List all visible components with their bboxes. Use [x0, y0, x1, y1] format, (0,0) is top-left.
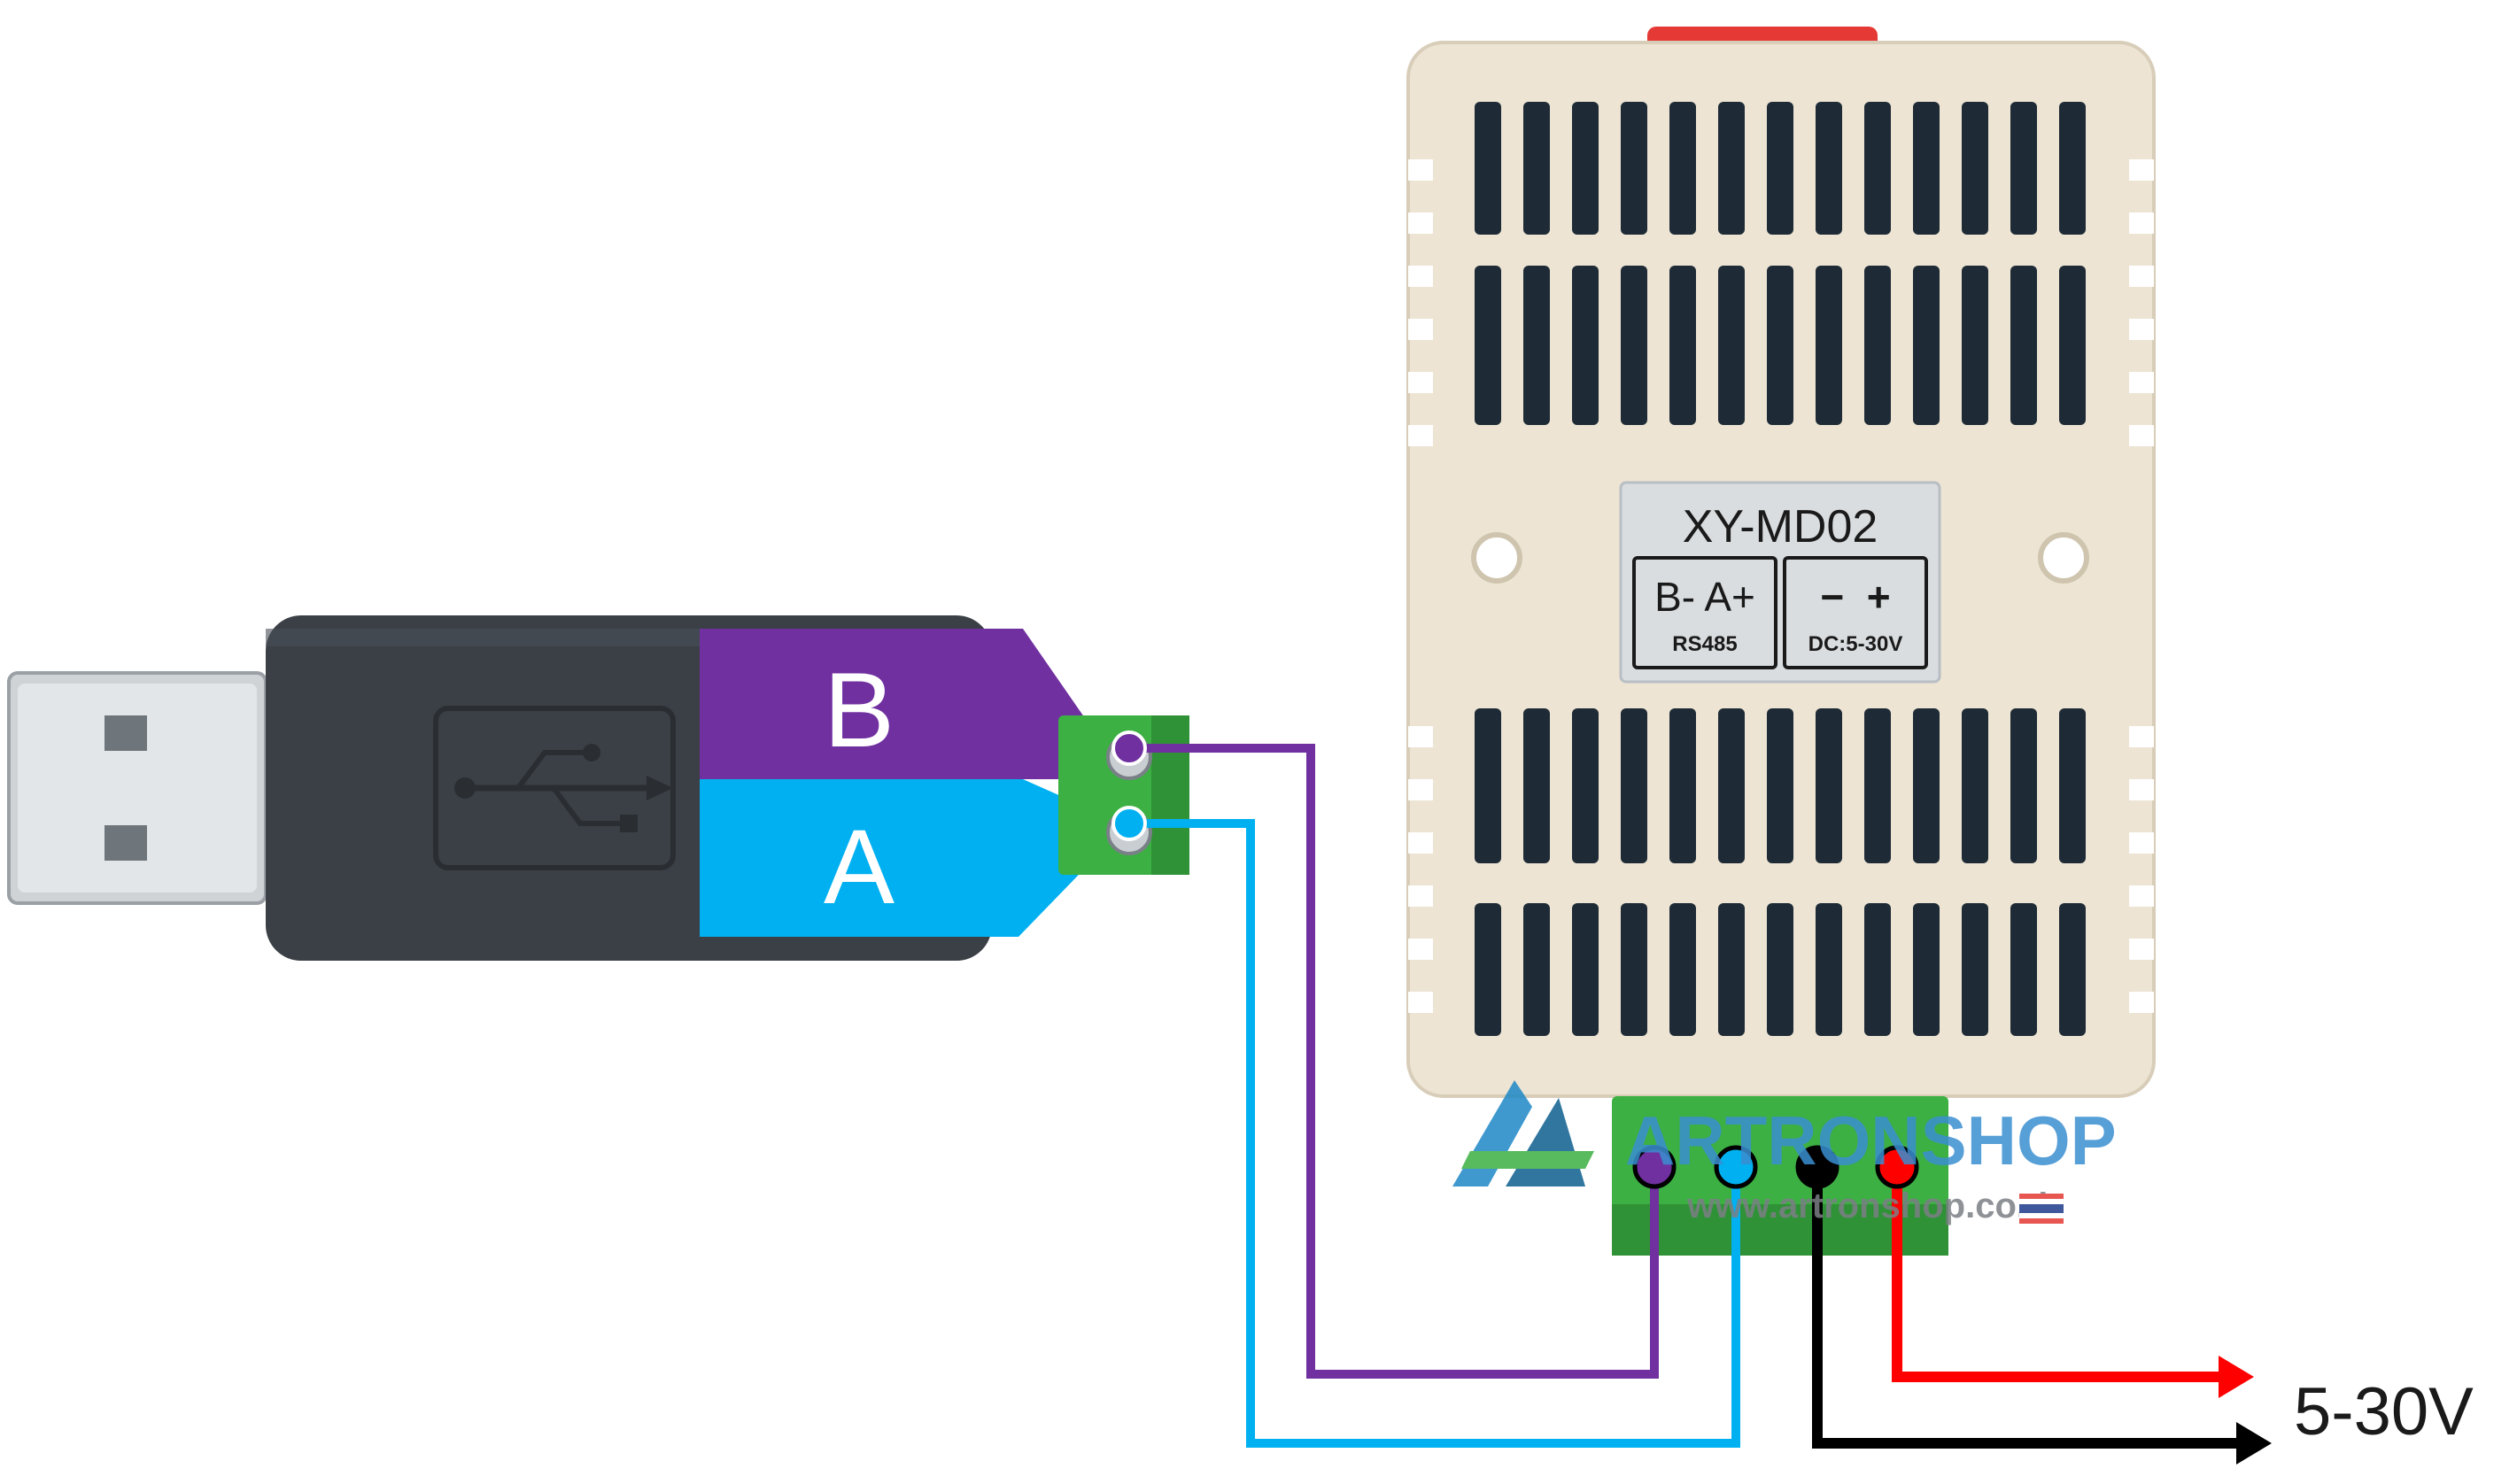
sensor-power-pin-label: − +: [1820, 574, 1890, 620]
wires: [1129, 744, 2272, 1465]
wire-positive: [1892, 1167, 2223, 1382]
sensor-terminals: [1632, 1145, 1919, 1189]
sensor-terminal-negative: [1795, 1145, 1839, 1189]
xy-md02-sensor: XY-MD02 B- A+ RS485 − + DC:5-30V: [1406, 27, 2156, 1256]
sensor-rs485-caption: RS485: [1672, 632, 1737, 656]
sensor-model-label: XY-MD02: [1683, 501, 1878, 553]
usb-logo-icon: [433, 706, 676, 870]
watermark-url: www.artronshop.co.th: [1686, 1186, 2060, 1225]
usb-plug: [7, 671, 267, 905]
sensor-lower-vents: [1475, 708, 2086, 1036]
adapter-terminal-b: [1111, 730, 1147, 766]
sensor-terminal-positive: [1875, 1145, 1919, 1189]
wire-b: [1129, 744, 1659, 1379]
watermark-brand: ARTRONSHOP: [1625, 1101, 2117, 1179]
sensor-upper-vents: [1475, 102, 2086, 425]
wire-positive-arrowhead: [2219, 1356, 2254, 1398]
wire-negative: [1812, 1167, 2241, 1449]
sensor-power-caption: DC:5-30V: [1808, 632, 1903, 656]
artronshop-logo-icon: [1452, 1080, 1594, 1186]
sensor-rs485-pin-label: B- A+: [1654, 574, 1755, 620]
artronshop-watermark: ARTRONSHOP www.artronshop.co.th: [1452, 1080, 2117, 1225]
pin-a-band: A: [700, 779, 1103, 937]
pin-b-band: B: [700, 629, 1103, 779]
pin-a-label: A: [824, 808, 895, 926]
usb-rs485-adapter: B A: [7, 615, 1189, 961]
power-voltage-label: 5-30V: [2294, 1374, 2474, 1449]
wire-a: [1129, 819, 1740, 1448]
adapter-terminal-a: [1111, 806, 1147, 841]
sensor-terminal-a: [1714, 1145, 1758, 1189]
pin-b-label: B: [824, 651, 895, 769]
thailand-flag-icon: [2019, 1194, 2064, 1224]
wire-negative-arrowhead: [2236, 1422, 2272, 1465]
sensor-terminal-b: [1632, 1145, 1677, 1189]
sensor-label-plate: XY-MD02 B- A+ RS485 − + DC:5-30V: [1619, 481, 1941, 684]
sensor-mount-hole-right: [2038, 532, 2089, 584]
sensor-mount-hole-left: [1471, 532, 1522, 584]
